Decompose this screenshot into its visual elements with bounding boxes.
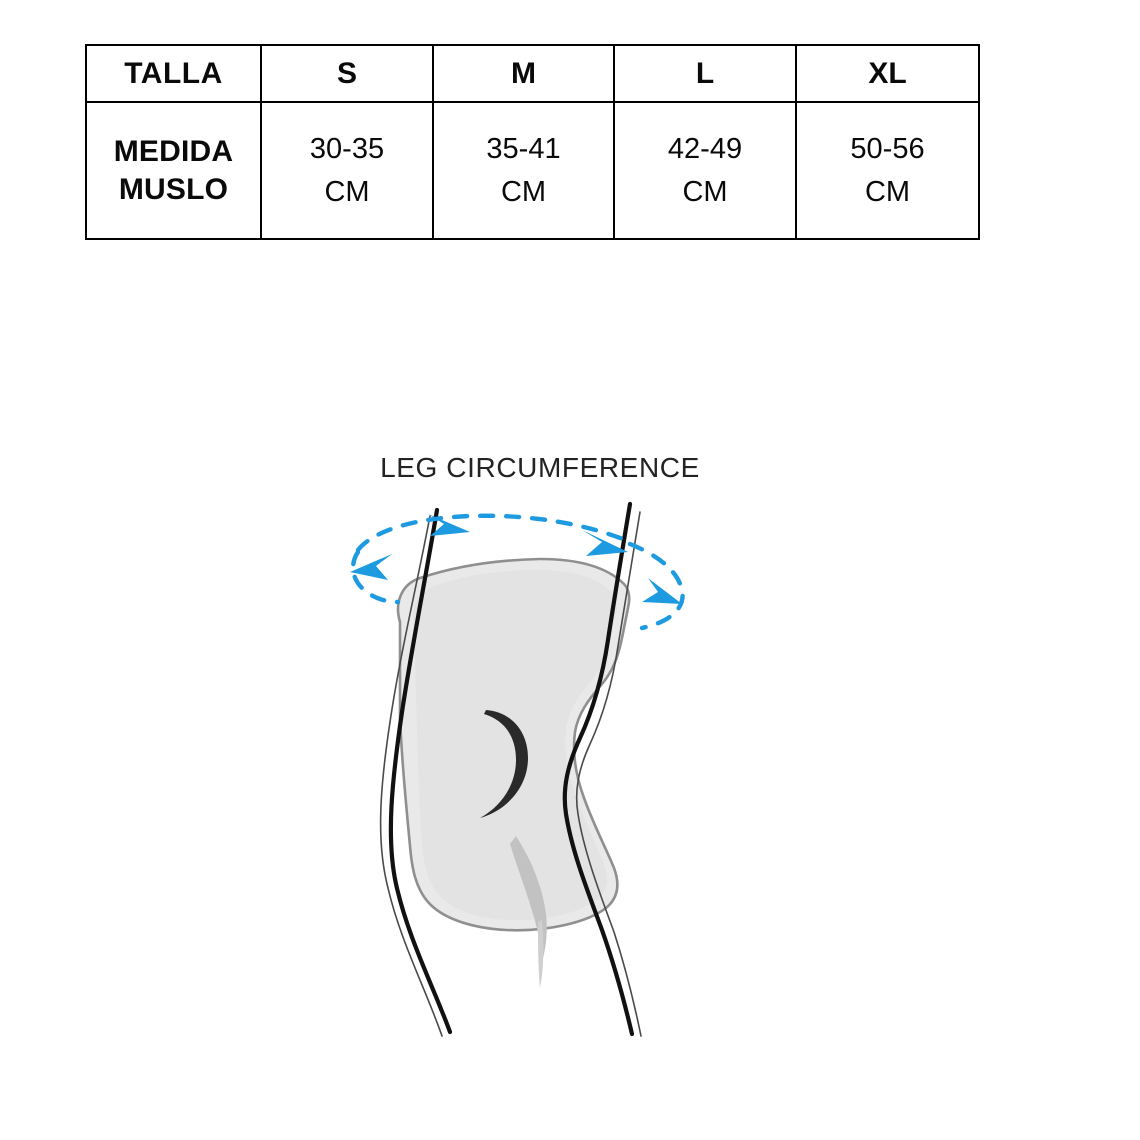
- leg-circumference-diagram: LEG CIRCUMFERENCE: [330, 432, 750, 1072]
- brace-shading-icon: [510, 836, 547, 988]
- measure-arrow-icon: [350, 513, 685, 631]
- leg-outline-icon: [379, 501, 642, 1037]
- table-header-size-s: S: [260, 44, 434, 103]
- table-cell-value-xl: 50-56 CM: [795, 101, 980, 240]
- size-chart-table: TALLA S M L XL MEDIDA MUSLO 30-35 CM 35-…: [85, 44, 980, 240]
- patella-crescent-icon: [480, 710, 528, 818]
- knee-brace-icon: [396, 557, 631, 932]
- table-header-size-l: L: [613, 44, 797, 103]
- value-range-m: 35-41: [486, 133, 561, 166]
- value-unit-l: CM: [682, 175, 728, 208]
- table-cell-value-m: 35-41 CM: [432, 101, 615, 240]
- table-row-header: TALLA S M L XL: [85, 44, 980, 103]
- table-cell-value-s: 30-35 CM: [260, 101, 434, 240]
- value-range-l: 42-49: [667, 133, 743, 166]
- table-row-label-line1: MEDIDA: [113, 135, 234, 168]
- table-header-size-xl: XL: [795, 44, 980, 103]
- value-unit-xl: CM: [864, 175, 911, 208]
- value-range-s: 30-35: [309, 133, 385, 166]
- table-row-label-line2: MUSLO: [118, 172, 229, 206]
- value-unit-s: CM: [324, 175, 370, 208]
- diagram-title: LEG CIRCUMFERENCE: [380, 452, 700, 483]
- table-row-thigh-measure: MEDIDA MUSLO 30-35 CM 35-41 CM 42-49 CM …: [85, 101, 980, 240]
- table-header-size-m: M: [432, 44, 615, 103]
- knee-brace-illustration-svg: [350, 501, 685, 1037]
- table-cell-value-l: 42-49 CM: [613, 101, 797, 240]
- table-row-label: MEDIDA MUSLO: [85, 101, 262, 240]
- value-range-xl: 50-56: [850, 133, 925, 166]
- value-unit-m: CM: [500, 175, 547, 208]
- table-header-label: TALLA: [85, 44, 262, 103]
